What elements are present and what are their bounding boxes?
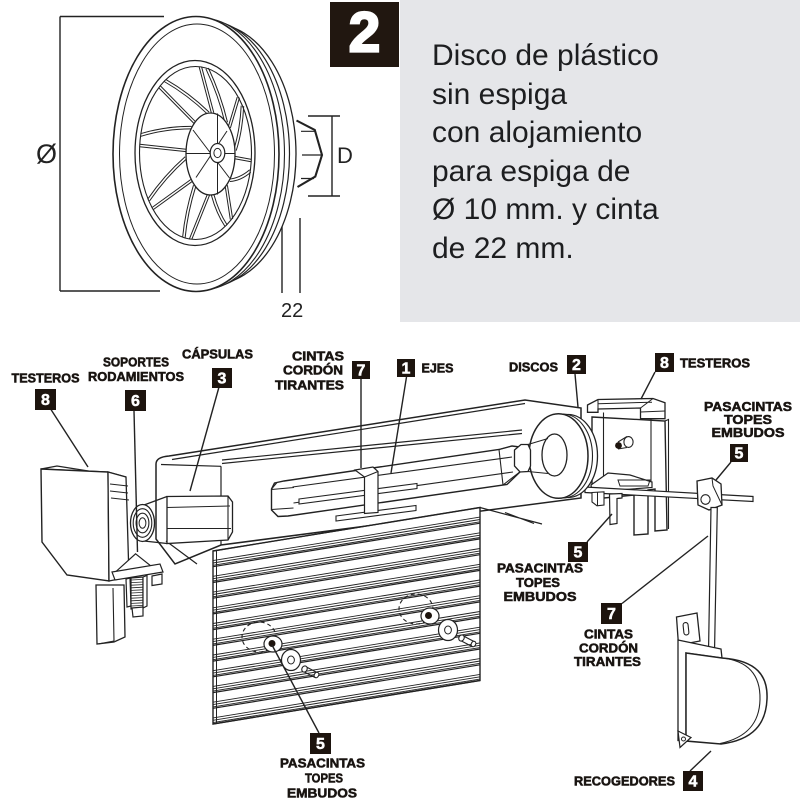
svg-text:5: 5 [735,446,744,463]
svg-text:2: 2 [572,357,581,374]
svg-text:CORDÓN: CORDÓN [283,363,343,378]
svg-text:TIRANTES: TIRANTES [574,654,641,669]
svg-text:PASACINTAS: PASACINTAS [280,756,365,771]
svg-text:PASACINTAS: PASACINTAS [497,561,583,576]
svg-text:6: 6 [131,393,140,410]
svg-text:7: 7 [357,363,366,380]
svg-text:EJES: EJES [422,361,454,376]
svg-text:8: 8 [41,392,50,409]
svg-text:TOPES: TOPES [724,412,772,427]
svg-text:7: 7 [607,606,616,623]
svg-text:1: 1 [402,361,411,378]
svg-text:TESTEROS: TESTEROS [12,371,80,386]
svg-text:CINTAS: CINTAS [584,627,633,642]
svg-text:CORDÓN: CORDÓN [579,641,638,656]
svg-text:SOPORTES: SOPORTES [103,355,169,370]
svg-text:5: 5 [316,736,325,753]
svg-text:DISCOS: DISCOS [509,360,558,375]
svg-text:TESTEROS: TESTEROS [680,356,750,371]
svg-text:4: 4 [689,774,698,791]
svg-text:Ø: Ø [36,139,57,169]
svg-text:EMBUDOS: EMBUDOS [712,425,785,440]
svg-text:CINTAS: CINTAS [292,349,344,364]
svg-text:22: 22 [281,300,303,322]
svg-text:EMBUDOS: EMBUDOS [504,589,577,604]
svg-text:TOPES: TOPES [516,575,560,590]
svg-text:CÁPSULAS: CÁPSULAS [182,347,253,362]
svg-text:PASACINTAS: PASACINTAS [704,399,792,414]
svg-text:RODAMIENTOS: RODAMIENTOS [88,369,184,384]
svg-text:RECOGEDORES: RECOGEDORES [574,774,675,789]
svg-text:5: 5 [574,545,583,562]
svg-text:D: D [337,143,353,168]
svg-text:3: 3 [218,371,227,388]
svg-text:EMBUDOS: EMBUDOS [287,786,357,800]
svg-text:TIRANTES: TIRANTES [275,378,344,393]
svg-text:8: 8 [660,355,669,372]
svg-text:TOPES: TOPES [305,771,343,786]
